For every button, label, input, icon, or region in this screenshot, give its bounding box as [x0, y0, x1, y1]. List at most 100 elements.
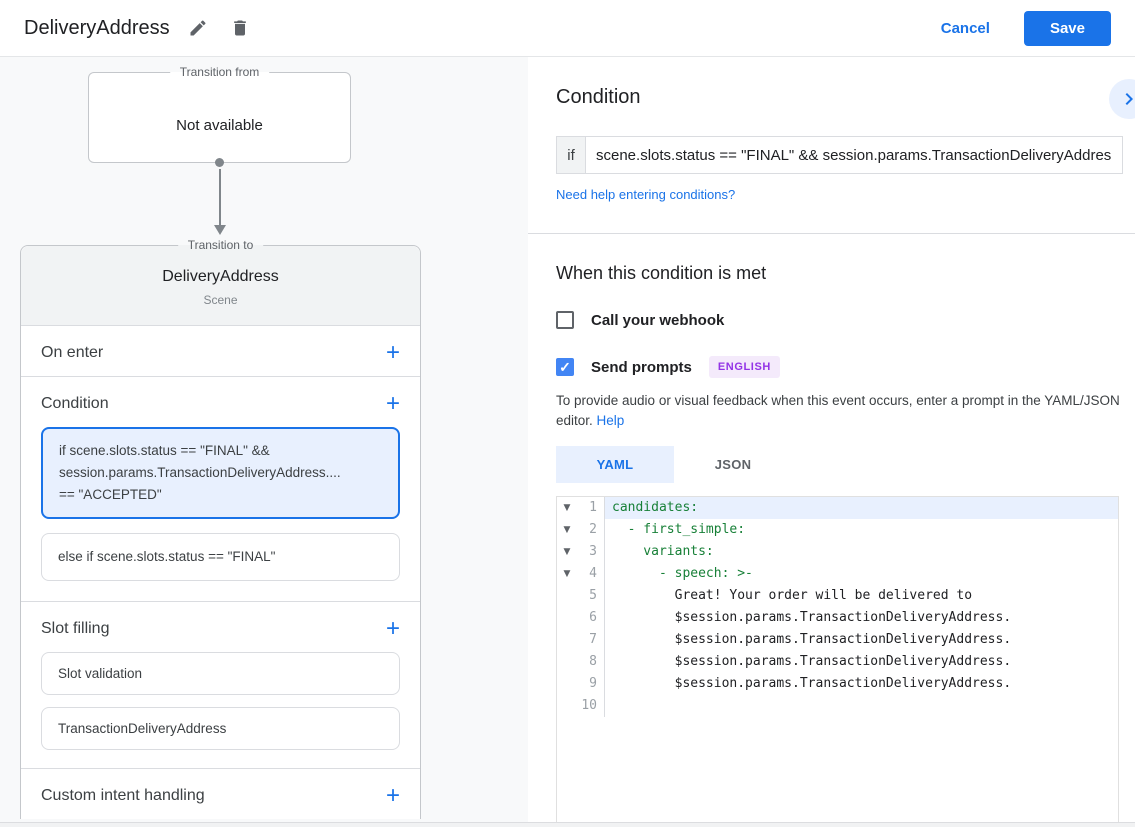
condition-line: == "ACCEPTED"	[59, 487, 162, 502]
edit-title-button[interactable]	[184, 14, 212, 42]
line-number: 9	[577, 673, 605, 695]
code-text: $session.params.TransactionDeliveryAddre…	[612, 654, 1012, 669]
slot-filling-label: Slot filling	[41, 620, 110, 637]
fold-icon[interactable]: ▼	[557, 497, 577, 519]
code-text: variants:	[612, 544, 714, 559]
divider	[21, 601, 420, 602]
code-line[interactable]: 9 $session.params.TransactionDeliveryAdd…	[557, 673, 1118, 695]
code-line[interactable]: 5 Great! Your order will be delivered to	[557, 585, 1118, 607]
section-slot-filling: Slot filling +	[21, 602, 420, 652]
line-number: 5	[577, 585, 605, 607]
code-text	[605, 695, 1118, 717]
condition-line: session.params.TransactionDeliveryAddres…	[59, 465, 341, 480]
scene-card-header: DeliveryAddress Scene	[21, 246, 420, 326]
condition-line: else if scene.slots.status == "FINAL"	[58, 549, 276, 564]
panel-title: Condition	[556, 86, 641, 108]
line-number: 10	[577, 695, 605, 717]
code-text: Great! Your order will be delivered to	[612, 588, 973, 603]
transition-from-box: Transition from Not available	[88, 65, 351, 163]
webhook-row: Call your webhook	[556, 311, 1123, 329]
help-link[interactable]: Help	[596, 413, 625, 428]
code-text: $session.params.TransactionDeliveryAddre…	[612, 632, 1012, 647]
section-on-enter: On enter +	[21, 326, 420, 376]
line-number: 8	[577, 651, 605, 673]
if-prefix-label: if	[557, 137, 586, 173]
transition-from-value: Not available	[176, 117, 263, 134]
code-line[interactable]: ▼ 2 - first_simple:	[557, 519, 1118, 541]
call-webhook-checkbox[interactable]	[556, 311, 574, 329]
arrow-down-icon	[213, 225, 226, 235]
code-text: candidates:	[605, 497, 1118, 519]
code-line[interactable]: 7 $session.params.TransactionDeliveryAdd…	[557, 629, 1118, 651]
condition-line: if scene.slots.status == "FINAL" &&	[59, 443, 270, 458]
line-number: 2	[577, 519, 605, 541]
slot-validation-card[interactable]: Slot validation	[41, 652, 400, 695]
code-line[interactable]: ▼ 4 - speech: >-	[557, 563, 1118, 585]
trash-icon	[230, 18, 250, 38]
condition-expression-input[interactable]	[586, 137, 1122, 173]
page-title: DeliveryAddress	[24, 16, 170, 39]
add-custom-intent-button[interactable]: +	[385, 782, 400, 809]
fold-icon[interactable]: ▼	[557, 563, 577, 585]
panel-divider	[528, 233, 1135, 234]
add-slot-button[interactable]: +	[385, 615, 400, 642]
add-condition-button[interactable]: +	[385, 390, 400, 417]
divider	[21, 768, 420, 769]
yaml-code-editor[interactable]: ▼ 1 candidates: ▼ 2 - first_simple: ▼ 3 …	[556, 496, 1119, 822]
custom-intent-label: Custom intent handling	[41, 787, 205, 804]
transition-to-legend: Transition to	[177, 238, 264, 252]
language-badge: ENGLISH	[708, 356, 780, 378]
flow-connector	[0, 158, 440, 245]
scene-name: DeliveryAddress	[162, 268, 279, 285]
condition-card[interactable]: else if scene.slots.status == "FINAL"	[41, 533, 400, 581]
description-text: To provide audio or visual feedback when…	[556, 393, 1120, 428]
code-line[interactable]: ▼ 1 candidates:	[557, 497, 1118, 519]
send-prompts-checkbox[interactable]: ✓	[556, 358, 574, 376]
code-text: $session.params.TransactionDeliveryAddre…	[612, 676, 1012, 691]
line-number: 3	[577, 541, 605, 563]
scene-type-label: Scene	[203, 293, 238, 307]
delete-scene-button[interactable]	[226, 14, 254, 42]
code-text: - first_simple:	[612, 522, 746, 537]
cancel-button[interactable]: Cancel	[940, 19, 990, 37]
send-prompts-label: Send prompts	[591, 358, 692, 376]
on-enter-label: On enter	[41, 344, 104, 361]
condition-expression-field: if	[556, 136, 1123, 174]
tab-json[interactable]: JSON	[674, 446, 792, 483]
line-number: 6	[577, 607, 605, 629]
condition-label: Condition	[41, 395, 109, 412]
content-area: Transition from Not available Transition…	[0, 57, 1135, 822]
code-line[interactable]: 8 $session.params.TransactionDeliveryAdd…	[557, 651, 1118, 673]
add-on-enter-button[interactable]: +	[385, 339, 400, 366]
line-number: 1	[577, 497, 605, 519]
pencil-icon	[188, 18, 208, 38]
code-line[interactable]: 10	[557, 695, 1118, 717]
slot-transaction-card[interactable]: TransactionDeliveryAddress	[41, 707, 400, 750]
code-text: $session.params.TransactionDeliveryAddre…	[612, 610, 1012, 625]
transition-from-legend: Transition from	[169, 65, 270, 79]
code-line[interactable]: ▼ 3 variants:	[557, 541, 1118, 563]
condition-card-selected[interactable]: if scene.slots.status == "FINAL" && sess…	[41, 427, 400, 519]
condition-detail-panel: Condition if Need help entering conditio…	[528, 57, 1135, 822]
scene-flow-panel: Transition from Not available Transition…	[0, 57, 528, 822]
line-number: 4	[577, 563, 605, 585]
code-text: - speech: >-	[612, 566, 753, 581]
divider	[21, 376, 420, 377]
fold-icon[interactable]: ▼	[557, 541, 577, 563]
check-icon: ✓	[559, 358, 571, 375]
call-webhook-label: Call your webhook	[591, 311, 725, 329]
transition-to-card: Transition to DeliveryAddress Scene On e…	[20, 238, 421, 819]
connector-line	[218, 169, 221, 225]
editor-tabs: YAML JSON	[556, 446, 1123, 483]
chevron-right-icon	[1117, 87, 1135, 111]
code-line[interactable]: 6 $session.params.TransactionDeliveryAdd…	[557, 607, 1118, 629]
section-custom-intent: Custom intent handling +	[21, 769, 420, 819]
save-button[interactable]: Save	[1023, 10, 1111, 46]
when-met-title: When this condition is met	[556, 263, 767, 283]
top-bar: DeliveryAddress Cancel Save	[0, 0, 1135, 57]
tab-yaml[interactable]: YAML	[556, 446, 674, 483]
bottom-edge-strip	[0, 822, 1135, 827]
fold-icon[interactable]: ▼	[557, 519, 577, 541]
collapse-panel-button[interactable]	[1109, 79, 1135, 119]
condition-help-link[interactable]: Need help entering conditions?	[556, 187, 736, 202]
